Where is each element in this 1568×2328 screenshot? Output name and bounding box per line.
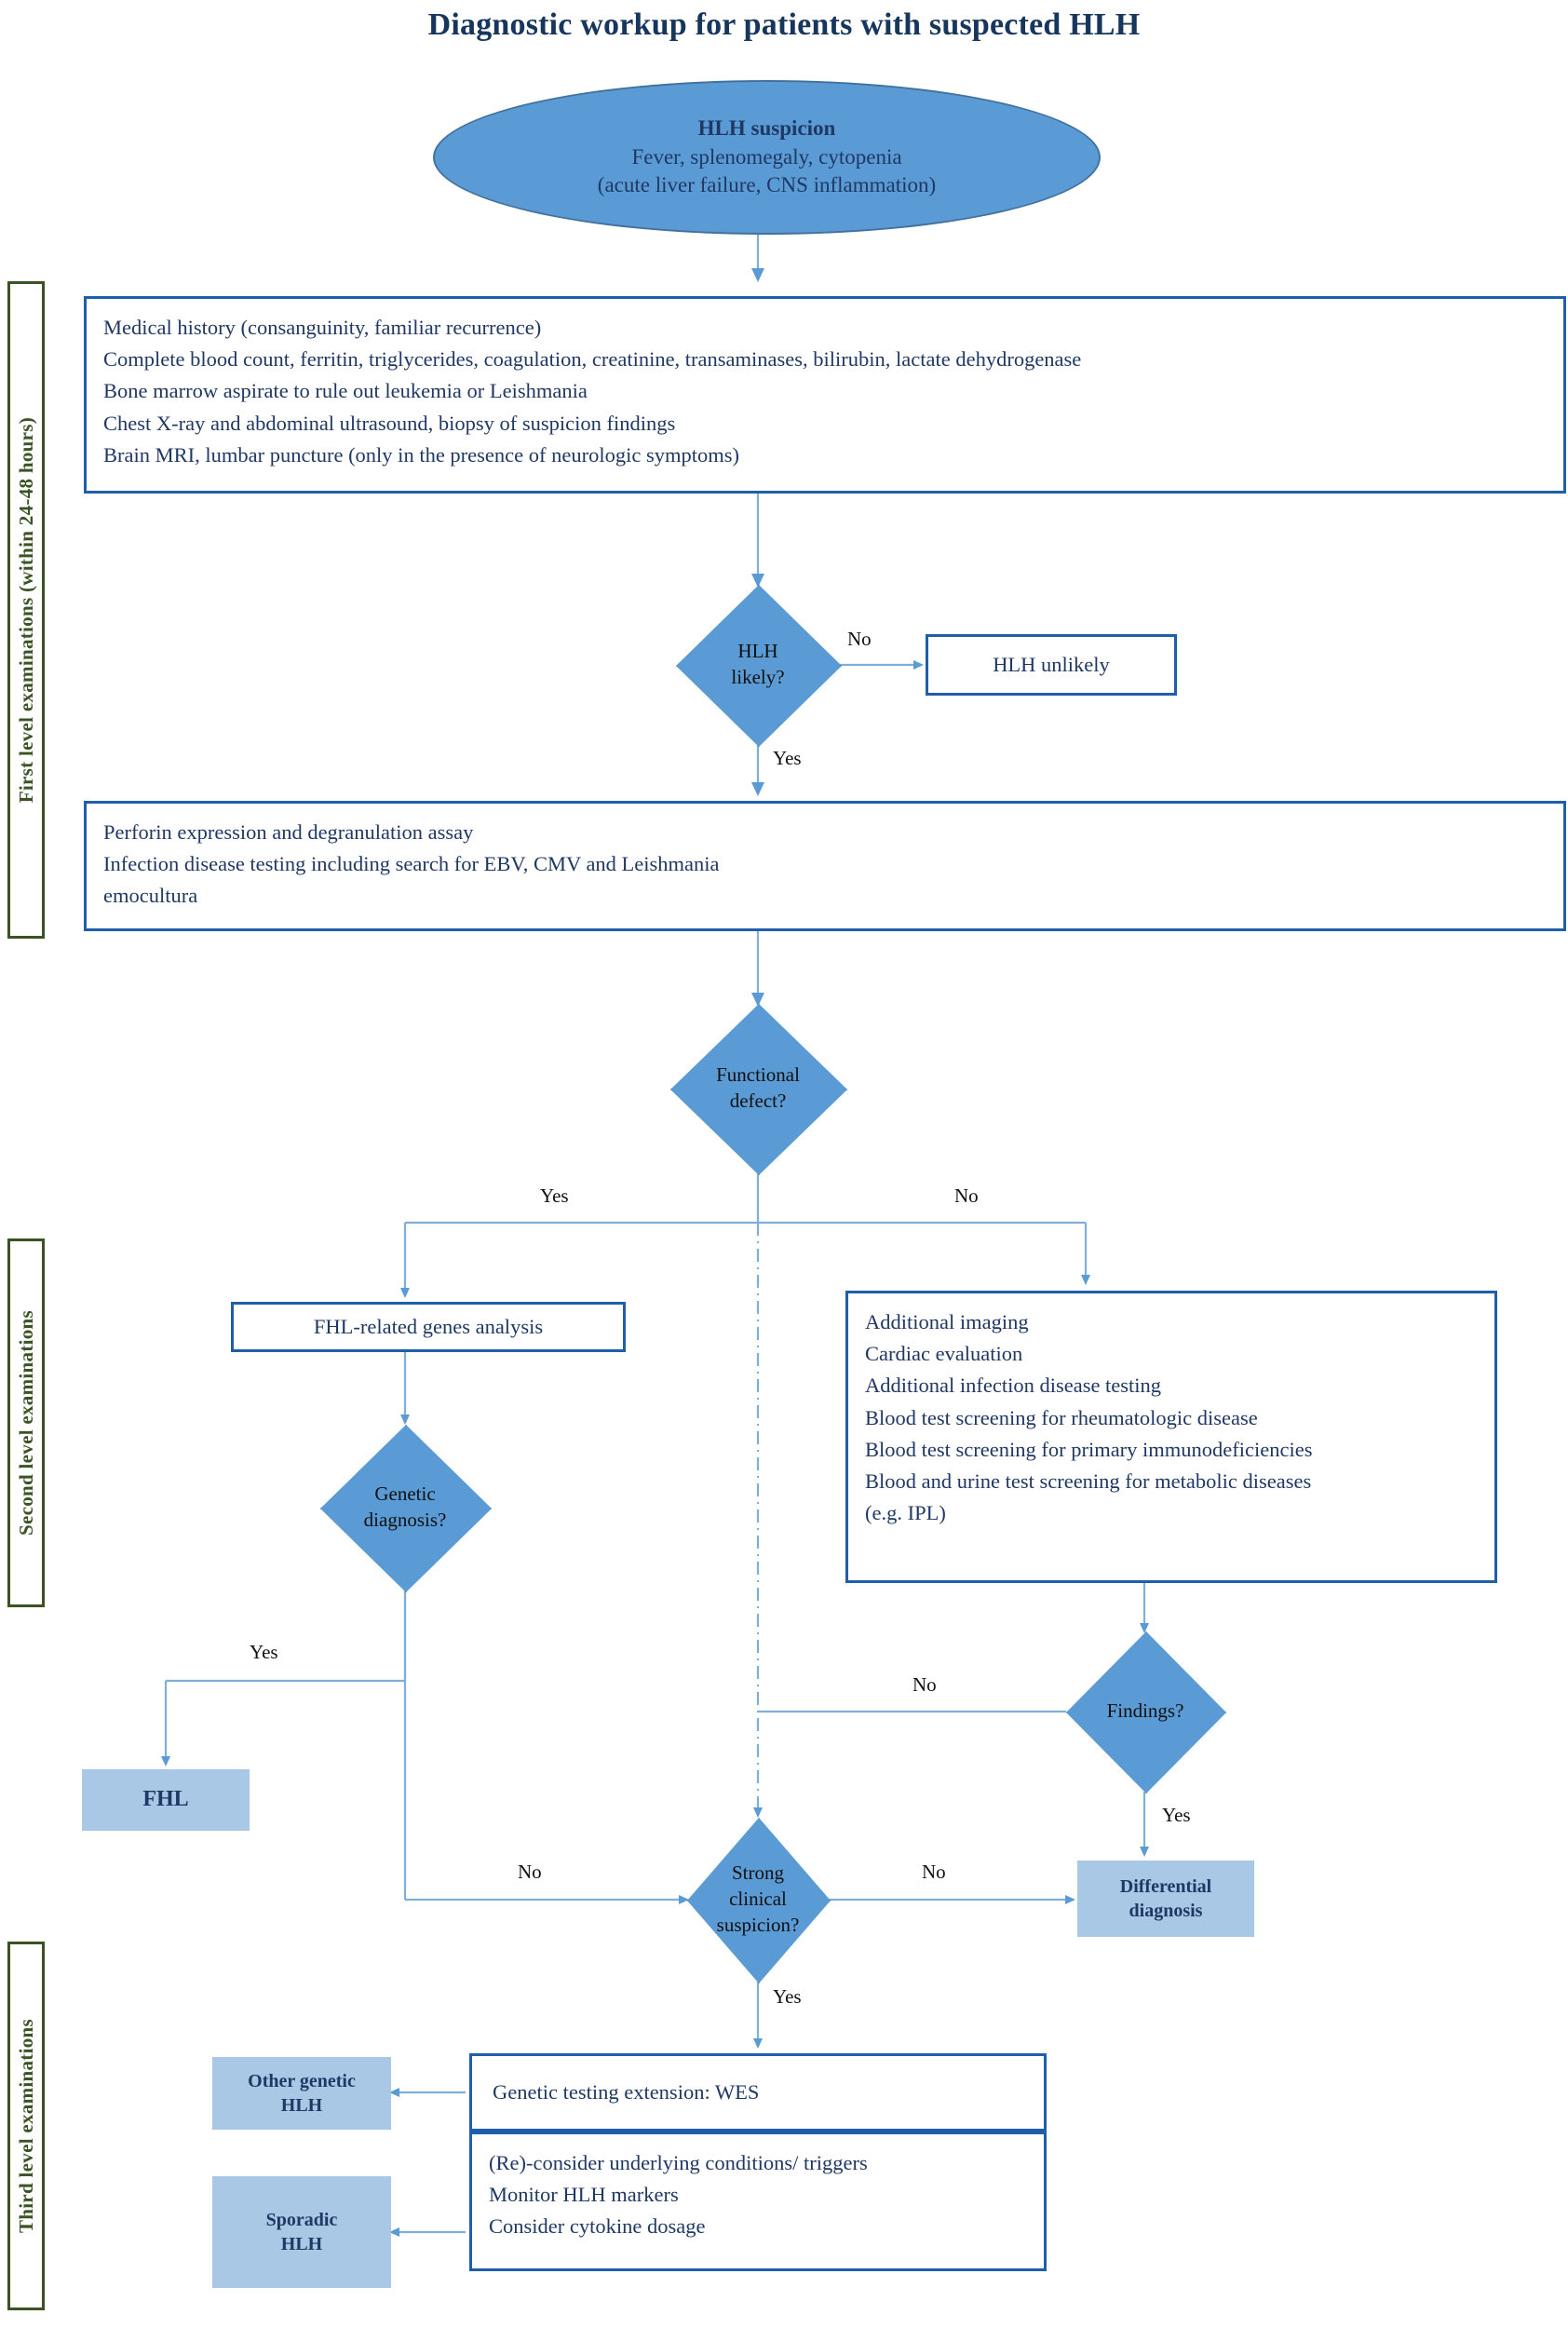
rail-third-level: Third level examinations [7, 1942, 45, 2310]
decision-genetic-diagnosis-line-1: Genetic [374, 1482, 436, 1506]
edge-label-ss-no: No [922, 1861, 946, 1883]
first-level-line: Brain MRI, lumbar puncture (only in the … [103, 442, 739, 467]
start-node-line-2: (acute liver failure, CNS inflammation) [597, 173, 937, 197]
decision-hlh-likely[interactable]: HLH likely? [676, 585, 842, 747]
terminal-sporadic-hlh[interactable]: Sporadic HLH [212, 2176, 391, 2288]
decision-functional-defect-line-2: defect? [729, 1090, 787, 1112]
page-title: Diagnostic workup for patients with susp… [427, 7, 1141, 42]
start-node-hlh-suspicion[interactable]: HLH suspicion Fever, splenomegaly, cytop… [433, 80, 1101, 235]
terminal-differential-diagnosis[interactable]: Differential diagnosis [1077, 1861, 1254, 1937]
first-level-line: Chest X-ray and abdominal ultrasound, bi… [103, 411, 676, 435]
edge-label-fd-yes: Yes [540, 1184, 569, 1207]
perforin-line: Infection disease testing including sear… [103, 852, 720, 876]
terminal-other-genetic-line-2: HLH [280, 2095, 323, 2116]
start-node-header: HLH suspicion [697, 116, 836, 141]
third-level-line: (Re)-consider underlying conditions/ tri… [489, 2151, 868, 2174]
perforin-line: emocultura [103, 884, 198, 908]
first-level-line: Complete blood count, ferritin, triglyce… [103, 347, 1082, 372]
first-level-line: Medical history (consanguinity, familiar… [103, 316, 542, 339]
decision-genetic-diagnosis[interactable]: Genetic diagnosis? [320, 1425, 492, 1592]
edge-label-gd-no: No [518, 1861, 542, 1883]
edge-label-ss-yes: Yes [773, 1985, 802, 2008]
edge-label-hlh-yes: Yes [773, 747, 802, 769]
hlh-unlikely-box[interactable]: HLH unlikely [926, 634, 1177, 696]
decision-strong-suspicion-line-3: suspicion? [716, 1913, 800, 1936]
rail-first-level: First level examinations (within 24-48 h… [7, 281, 45, 939]
additional-line: (e.g. IPL) [865, 1501, 946, 1525]
third-level-line: Monitor HLH markers [489, 2183, 679, 2207]
additional-line: Additional imaging [865, 1310, 1029, 1333]
first-level-line: Bone marrow aspirate to rule out leukemi… [103, 379, 588, 403]
decision-genetic-diagnosis-line-2: diagnosis? [363, 1509, 447, 1531]
decision-findings[interactable]: Findings? [1066, 1631, 1226, 1793]
terminal-differential-line-1: Differential [1119, 1876, 1212, 1897]
terminal-sporadic-line-2: HLH [280, 2234, 323, 2254]
additional-line: Additional infection disease testing [865, 1374, 1162, 1398]
decision-strong-suspicion-line-2: clinical [729, 1888, 787, 1911]
additional-line: Cardiac evaluation [865, 1342, 1023, 1366]
wes-genetic-testing-box[interactable]: Genetic testing extension: WES [469, 2053, 1047, 2132]
perforin-testing-box[interactable]: Perforin expression and degranulation as… [84, 801, 1566, 931]
decision-functional-defect[interactable]: Functional defect? [670, 1004, 847, 1175]
rail-second-level: Second level examinations [7, 1238, 45, 1607]
edge-label-hlh-no: No [847, 628, 872, 650]
rail-third-level-label: Third level examinations [14, 2018, 37, 2234]
start-node-line-1: Fever, splenomegaly, cytopenia [631, 144, 902, 169]
decision-strong-suspicion-line-1: Strong [731, 1861, 784, 1885]
decision-findings-line-1: Findings? [1106, 1699, 1184, 1723]
additional-testing-box[interactable]: Additional imaging Cardiac evaluation Ad… [845, 1291, 1497, 1583]
additional-line: Blood and urine test screening for metab… [865, 1469, 1312, 1493]
wes-genetic-testing-label: Genetic testing extension: WES [493, 2079, 760, 2104]
perforin-line: Perforin expression and degranulation as… [103, 820, 474, 844]
hlh-unlikely-label: HLH unlikely [993, 652, 1110, 676]
edge-label-gd-yes: Yes [250, 1641, 278, 1663]
decision-hlh-likely-line-2: likely? [731, 666, 785, 688]
terminal-other-genetic-hlh[interactable]: Other genetic HLH [212, 2057, 391, 2130]
first-level-examinations-box[interactable]: Medical history (consanguinity, familiar… [84, 296, 1566, 494]
terminal-sporadic-line-1: Sporadic [265, 2210, 338, 2230]
decision-strong-clinical-suspicion[interactable]: Strong clinical suspicion? [687, 1818, 831, 1983]
fhl-genes-analysis-label: FHL-related genes analysis [313, 1314, 544, 1338]
additional-line: Blood test screening for rheumatologic d… [865, 1405, 1258, 1429]
terminal-differential-line-2: diagnosis [1129, 1901, 1203, 1921]
edge-label-fd-no: No [954, 1184, 979, 1207]
third-level-line: Consider cytokine dosage [489, 2214, 706, 2239]
rail-first-level-label: First level examinations (within 24-48 h… [14, 416, 37, 804]
terminal-fhl-label: FHL [142, 1787, 189, 1812]
fhl-genes-analysis-box[interactable]: FHL-related genes analysis [231, 1302, 626, 1352]
terminal-fhl[interactable]: FHL [82, 1769, 250, 1831]
third-level-actions-box[interactable]: (Re)-consider underlying conditions/ tri… [469, 2132, 1047, 2271]
rail-second-level-label: Second level examinations [14, 1310, 37, 1536]
edge-label-findings-yes: Yes [1162, 1804, 1191, 1826]
terminal-other-genetic-line-1: Other genetic [248, 2071, 356, 2091]
additional-line: Blood test screening for primary immunod… [865, 1437, 1313, 1461]
edge-label-findings-no: No [912, 1673, 937, 1696]
decision-hlh-likely-line-1: HLH [737, 640, 778, 663]
decision-functional-defect-line-1: Functional [716, 1063, 800, 1087]
